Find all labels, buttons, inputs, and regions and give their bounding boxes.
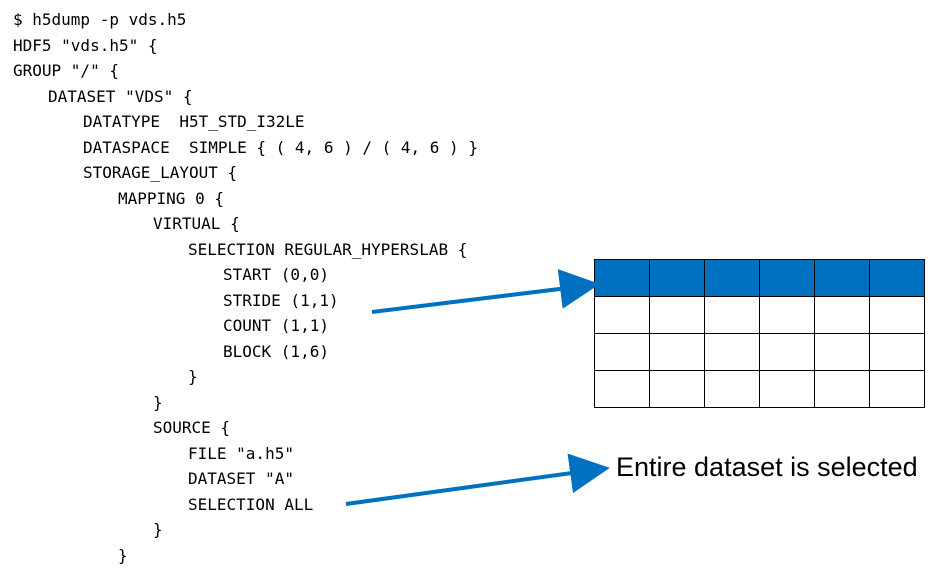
selection-all-to-note-arrow [345,453,610,506]
code-line: HDF5 "vds.h5" { [13,35,158,55]
code-line: } [153,392,163,412]
grid-cell [594,333,650,371]
code-line: } [188,367,198,386]
grid-row [594,370,925,408]
code-line: DATATYPE H5T_STD_I32LE [83,112,305,131]
dataset-grid [594,259,925,408]
code-line: BLOCK (1,6) [223,341,329,361]
grid-cell-selected [814,259,870,297]
code-line: } [153,520,163,539]
code-line: FILE "a.h5" [188,443,294,463]
code-line: $ h5dump -p vds.h5 [13,10,187,29]
grid-cell [814,370,870,408]
code-line: DATASPACE SIMPLE { ( 4, 6 ) / ( 4, 6 ) } [83,137,478,157]
code-line: MAPPING 0 { [118,188,224,208]
code-line: VIRTUAL { [153,214,240,233]
grid-cell [704,333,760,371]
grid-cell [649,370,705,408]
grid-row [594,333,925,371]
hyperslab-to-grid-arrow [371,269,600,314]
annotation-text: Entire dataset is selected [616,452,918,482]
grid-cell-selected [869,259,925,297]
code-line: DATASET "A" [188,469,294,488]
code-line: START (0,0) [223,265,329,284]
code-line: SELECTION REGULAR_HYPERSLAB { [188,239,468,259]
grid-cell [704,370,760,408]
code-line: STORAGE_LAYOUT { [83,163,238,182]
grid-cell [594,370,650,408]
code-line: DATASET "VDS" { [48,86,193,106]
grid-row [594,259,925,297]
code-line: } [118,545,128,565]
grid-cell [814,296,870,334]
code-line: GROUP "/" { [13,61,119,80]
grid-cell [869,370,925,408]
code-line: SELECTION ALL [188,494,314,514]
code-line: STRIDE (1,1) [223,290,339,310]
grid-cell-selected [759,259,815,297]
code-line: SOURCE { [153,418,231,437]
code-line: COUNT (1,1) [223,316,329,335]
